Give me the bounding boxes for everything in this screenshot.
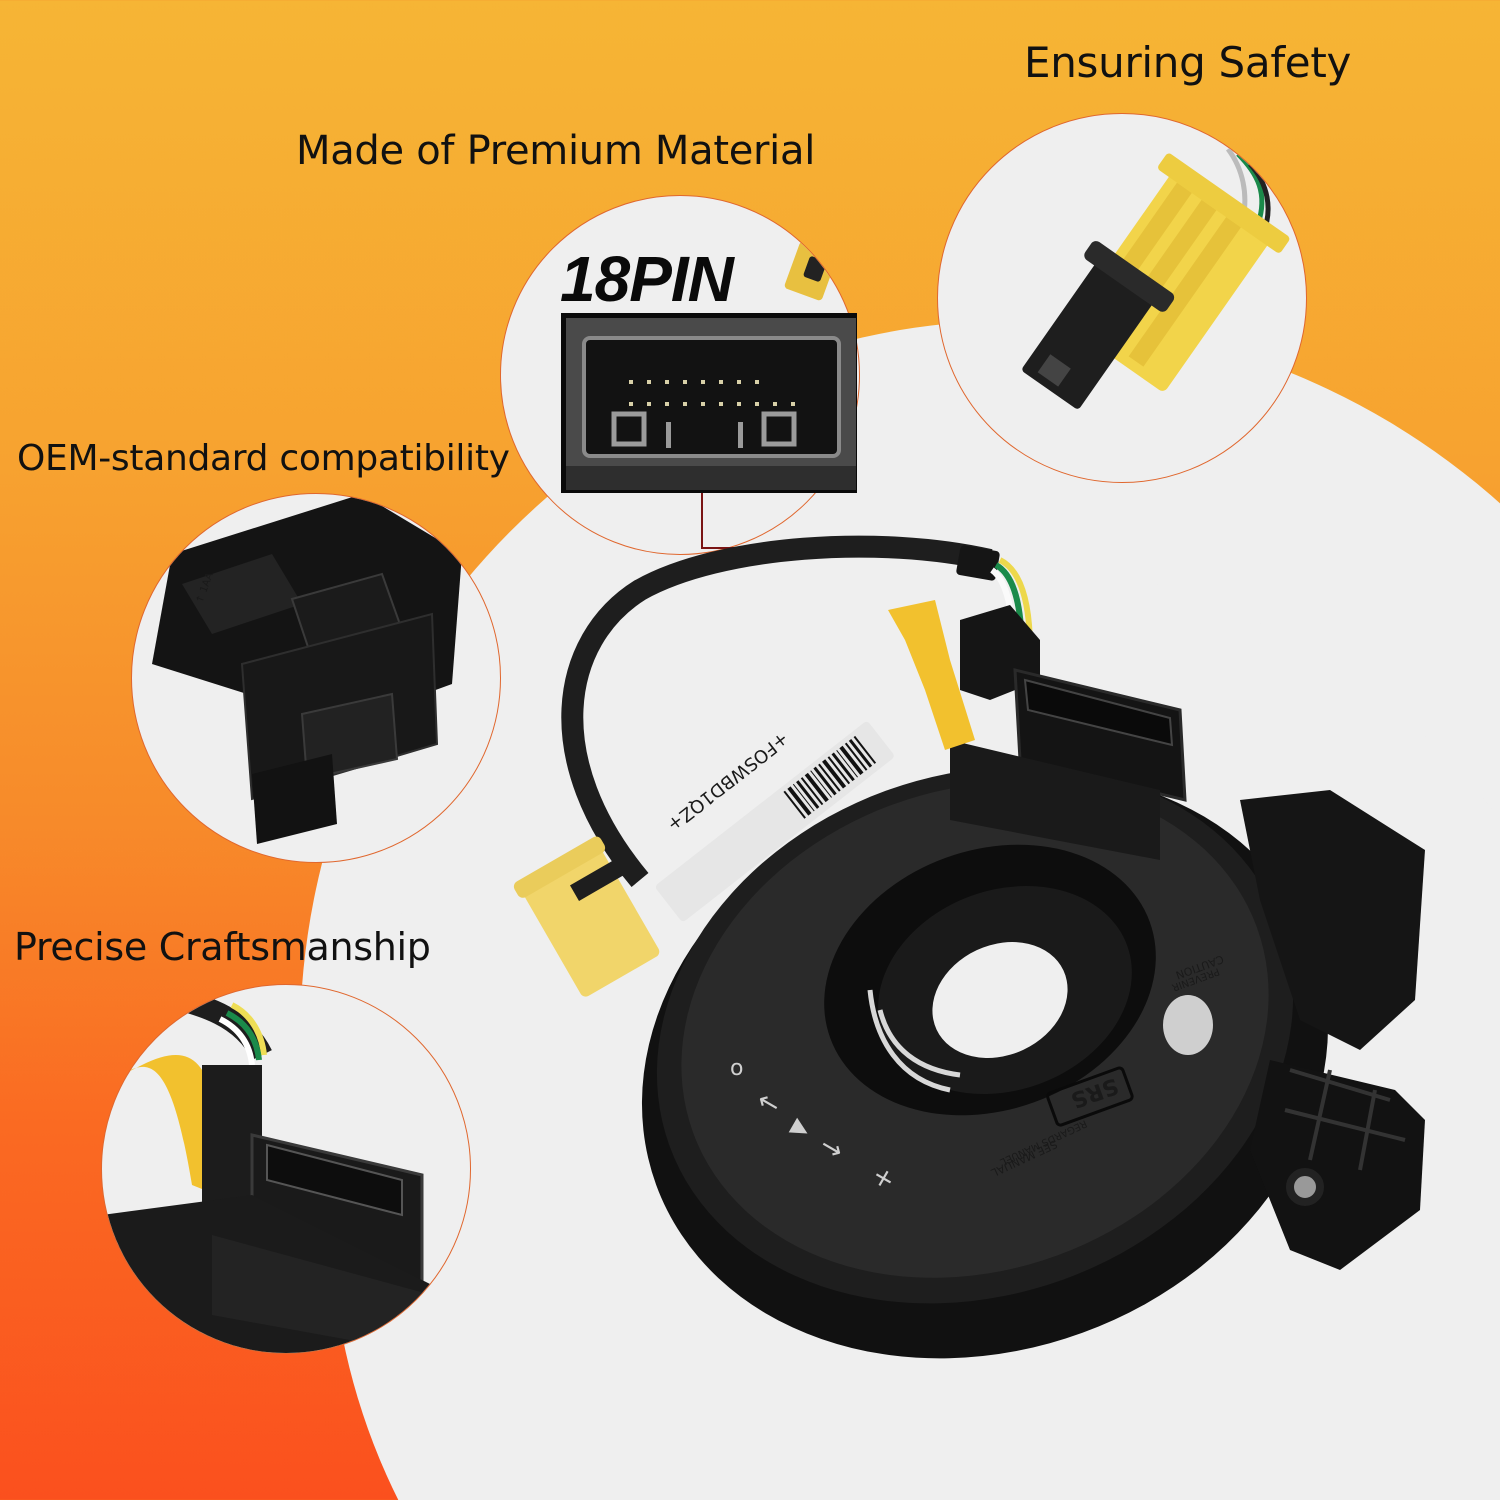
callout-precise-craftsmanship: Precise Craftsmanship	[14, 925, 431, 969]
detail-circle-safety-connector	[937, 113, 1307, 483]
svg-text:o: o	[730, 1056, 743, 1081]
callout-oem-compatibility: OEM-standard compatibility	[17, 438, 510, 479]
yellow-connector-illustration	[1022, 147, 1290, 409]
connector-closeup-illustration	[102, 985, 432, 1353]
small-yellow-connector-icon	[784, 241, 838, 301]
center-bore	[932, 942, 1068, 1058]
callout-premium-material: Made of Premium Material	[296, 128, 816, 174]
18-pin-socket-icon	[566, 318, 856, 490]
callout-ensuring-safety: Ensuring Safety	[1024, 38, 1352, 87]
barcode-label	[655, 721, 894, 922]
black-connector-illustration: ↑ 1AA	[152, 494, 462, 844]
callout-connector-line	[701, 493, 741, 549]
pin-connector-photo	[561, 313, 857, 493]
detail-circle-oem-connector: ↑ 1AA	[131, 493, 501, 863]
pin-count-title: 18PIN	[560, 243, 734, 315]
detail-circle-craftsmanship	[101, 984, 471, 1354]
wire-harness-loop	[561, 535, 993, 888]
